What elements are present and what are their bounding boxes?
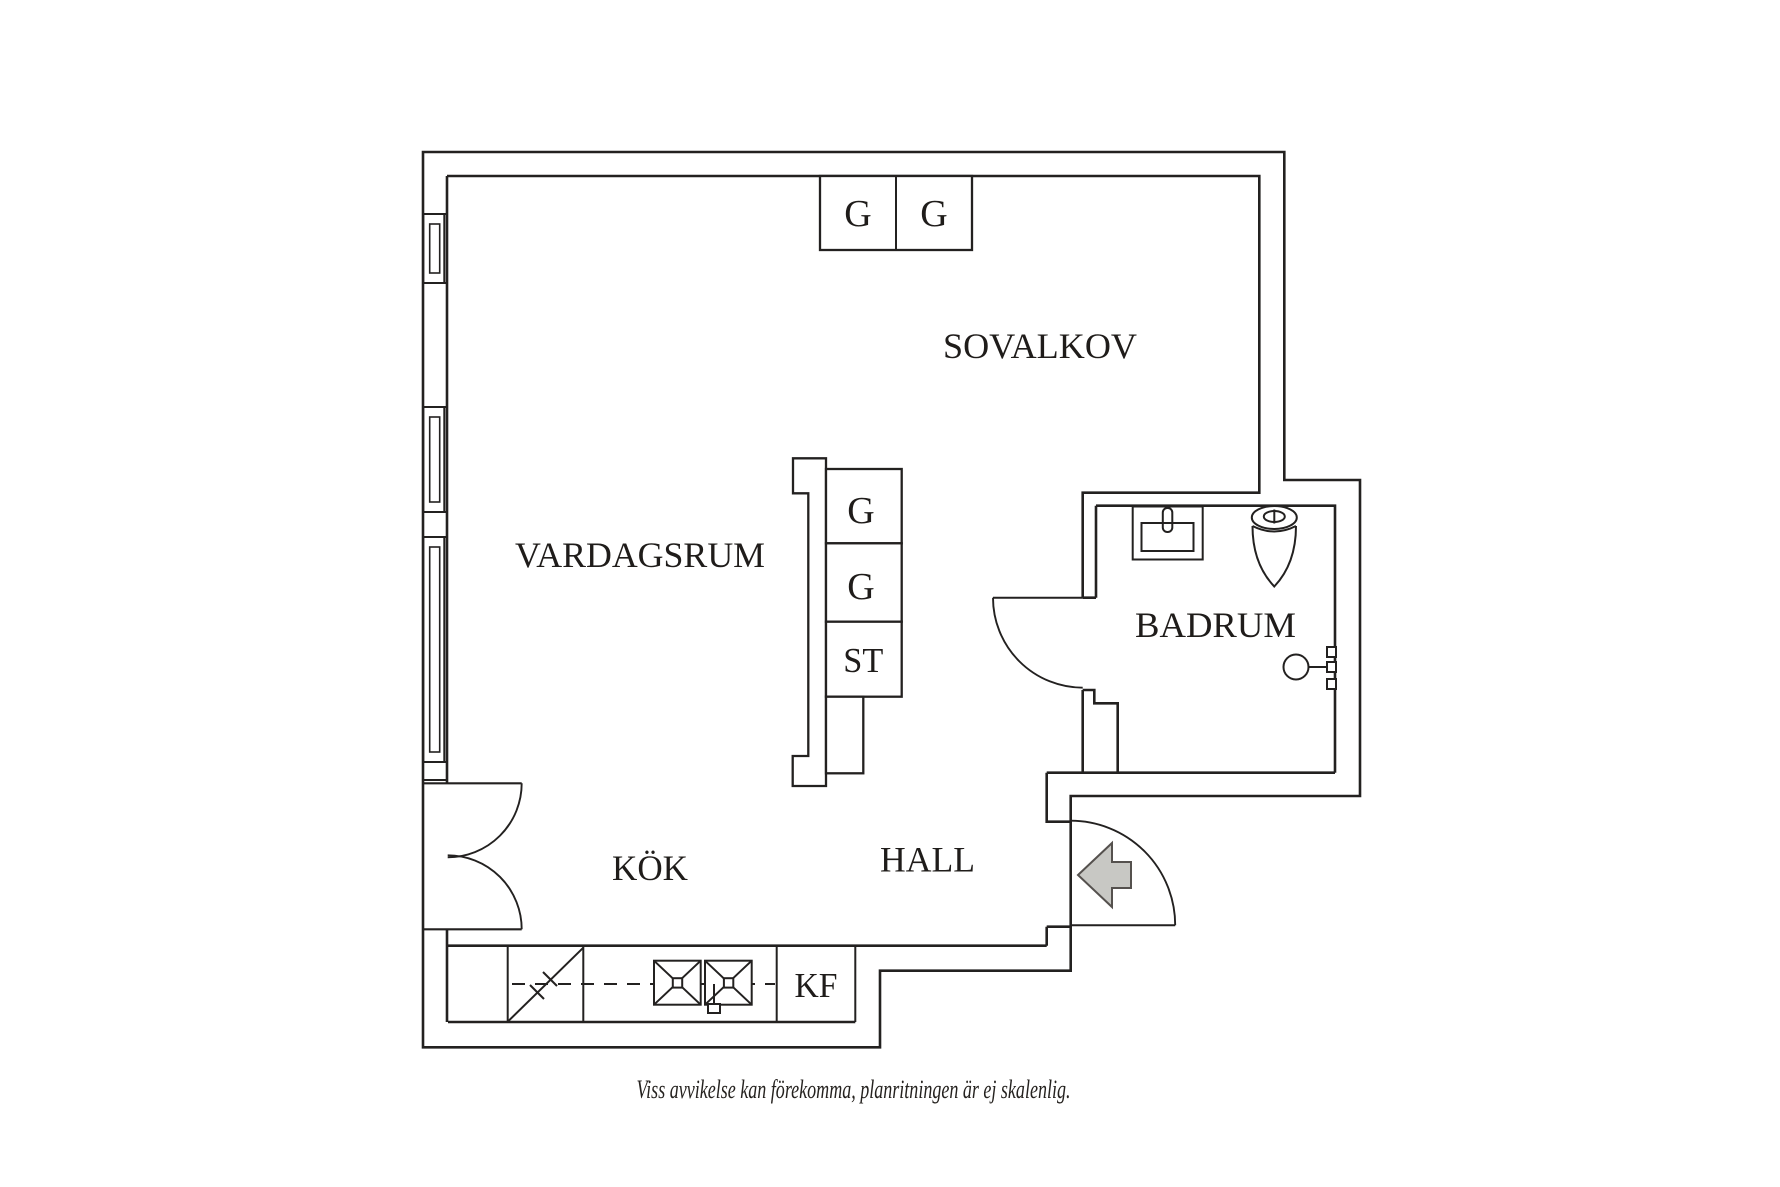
room-label-hall: HALL: [880, 840, 975, 880]
wardrobe-top: [818, 174, 974, 252]
bathroom-sink: [1131, 505, 1204, 561]
room-label-badrum: BADRUM: [1135, 605, 1296, 645]
closet-label-st: ST: [843, 641, 883, 680]
room-label-vardagsrum: VARDAGSRUM: [515, 535, 765, 575]
kitchen-sink: [653, 959, 753, 1014]
entry-door: [1070, 819, 1177, 927]
disclaimer-caption: Viss avvikelse kan förekomma, planritnin…: [637, 1075, 1071, 1104]
closet-column: [824, 467, 903, 775]
closet-label-g-mid-upper: G: [847, 490, 874, 532]
window-2: [422, 405, 447, 514]
appliance-label-kf: KF: [795, 966, 838, 1005]
window-3: [422, 535, 447, 782]
balcony-door: [424, 782, 523, 931]
closet-label-g-mid-lower: G: [847, 566, 874, 608]
partition-wall: [791, 457, 828, 788]
toilet: [1250, 505, 1298, 588]
entry-arrow-icon: [1076, 840, 1132, 910]
shower-mixer: [1282, 646, 1337, 690]
room-label-sovalkov: SOVALKOV: [943, 326, 1137, 366]
exterior-wall-inner: [445, 174, 1335, 1024]
closet-label-g-top-right: G: [920, 193, 947, 235]
closet-label-g-top-left: G: [844, 193, 871, 235]
kitchen-counter: [506, 945, 857, 1022]
room-label-kok: KÖK: [612, 848, 688, 888]
window-1: [422, 212, 447, 285]
exterior-wall-outer: [421, 150, 1362, 1049]
bathroom-door: [992, 596, 1083, 689]
